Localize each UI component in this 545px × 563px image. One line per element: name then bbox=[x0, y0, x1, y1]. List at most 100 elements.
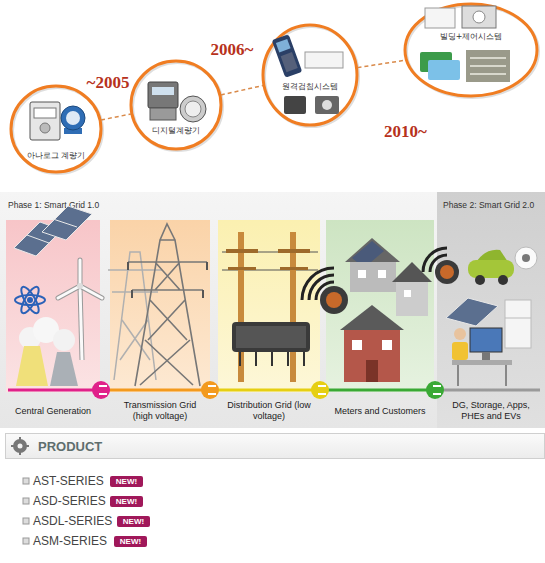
remote-reading-icon bbox=[272, 34, 303, 78]
transmission-tower-art bbox=[108, 224, 207, 386]
badge-text: NEW! bbox=[117, 516, 150, 527]
stage-caption: DG, Storage, Apps, PHEs and EVs bbox=[441, 400, 541, 422]
building-control-icon bbox=[470, 58, 506, 74]
power-cable bbox=[434, 389, 437, 392]
digital-meter-icon bbox=[148, 82, 206, 122]
analog-meter-icon bbox=[66, 111, 80, 125]
power-plant-art bbox=[14, 222, 62, 256]
circle-outline bbox=[402, 1, 540, 99]
meter-caption: 디지털계량기 bbox=[128, 126, 224, 136]
product-icon bbox=[11, 437, 29, 455]
power-plant-art bbox=[77, 283, 83, 289]
year-label: 2006~ bbox=[211, 40, 254, 60]
phase-two-art bbox=[423, 247, 537, 386]
product-name: ASM-SERIES bbox=[33, 534, 107, 548]
new-badge: NEW! bbox=[117, 516, 150, 527]
power-plant-art bbox=[58, 260, 102, 298]
customer-homes-art bbox=[326, 292, 342, 308]
power-cable bbox=[100, 389, 110, 392]
power-plant-art bbox=[16, 346, 48, 386]
digital-meter-icon bbox=[185, 101, 201, 117]
power-cable-art bbox=[218, 389, 320, 392]
plug-symbol bbox=[426, 381, 444, 399]
power-cable-art bbox=[8, 389, 540, 392]
power-plant-art bbox=[80, 286, 82, 360]
product-icon bbox=[18, 444, 23, 449]
phase-two-art bbox=[482, 352, 490, 360]
power-cable bbox=[320, 389, 326, 392]
phase-title: Phase 2: Smart Grid 2.0 bbox=[443, 200, 545, 211]
grid-stage-band: Central Generation bbox=[6, 220, 100, 425]
customer-homes-art bbox=[345, 238, 400, 262]
year-label: 2010~ bbox=[384, 122, 427, 142]
phase-two-art bbox=[423, 248, 447, 272]
distribution-pole-art bbox=[290, 232, 296, 382]
remote-reading-icon bbox=[281, 52, 298, 72]
analog-meter-icon bbox=[64, 128, 82, 134]
digital-meter-icon bbox=[152, 87, 174, 95]
timeline-circle: 원격검침시스템 bbox=[260, 22, 360, 128]
customer-homes-art bbox=[404, 290, 411, 297]
phase-title: Phase 1: Smart Grid 1.0 bbox=[8, 200, 208, 211]
phase-two-art bbox=[515, 247, 537, 269]
timeline-link bbox=[221, 86, 263, 95]
product-name: ASDL-SERIES bbox=[33, 514, 112, 528]
power-cable-art bbox=[326, 389, 435, 392]
distribution-pole-art bbox=[236, 326, 306, 348]
circle-outline bbox=[8, 83, 104, 175]
distribution-pole-art bbox=[226, 249, 258, 253]
stage-caption: Meters and Customers bbox=[326, 406, 434, 417]
badge-text: NEW! bbox=[110, 476, 143, 487]
new-badge: NEW! bbox=[110, 496, 143, 507]
analog-meter-icon bbox=[61, 106, 85, 130]
customer-homes-art bbox=[344, 330, 400, 382]
transmission-tower-art bbox=[108, 252, 162, 380]
circle-outline bbox=[405, 4, 537, 96]
customer-homes-art bbox=[320, 286, 348, 314]
list-bullet bbox=[23, 518, 29, 524]
power-plant-art bbox=[33, 317, 59, 343]
remote-reading-icon bbox=[284, 96, 306, 114]
list-bullet bbox=[23, 538, 29, 544]
phase-two-art bbox=[452, 342, 468, 360]
phase-two-art bbox=[446, 298, 498, 326]
year-label: ~2005 bbox=[87, 73, 130, 93]
grid-stage-band: Transmission Grid (high voltage) bbox=[110, 220, 210, 425]
distribution-pole-art bbox=[228, 267, 256, 270]
circle-outline bbox=[260, 22, 360, 128]
phase-two-art bbox=[452, 360, 512, 365]
building-control-icon bbox=[420, 6, 510, 82]
list-bullet bbox=[23, 498, 29, 504]
power-plant-art bbox=[18, 285, 42, 316]
distribution-pole-art bbox=[280, 267, 308, 270]
digital-meter-icon bbox=[150, 108, 176, 120]
plug-symbol bbox=[92, 381, 444, 399]
transmission-tower-art bbox=[128, 262, 207, 298]
circle-outline bbox=[131, 61, 221, 149]
badge-text: NEW! bbox=[110, 496, 143, 507]
product-icon bbox=[13, 439, 27, 453]
phase-two-art bbox=[435, 260, 459, 284]
customer-homes-art bbox=[350, 262, 396, 292]
analog-meter-icon bbox=[30, 102, 60, 140]
phase-two-art bbox=[505, 300, 531, 348]
phase-two-art bbox=[505, 318, 531, 319]
customer-homes-art bbox=[352, 340, 362, 350]
distribution-pole-art bbox=[222, 252, 318, 270]
customer-homes-art bbox=[358, 270, 366, 278]
distribution-pole-art bbox=[278, 249, 310, 253]
digital-meter-icon bbox=[148, 82, 178, 108]
new-badge: NEW! bbox=[114, 536, 147, 547]
customer-homes-art bbox=[378, 270, 386, 278]
badge-text: NEW! bbox=[114, 536, 147, 547]
circle-outline bbox=[128, 58, 224, 152]
meter-caption: 원격검침시스템 bbox=[260, 82, 360, 92]
customer-homes-art bbox=[340, 305, 404, 330]
plug-symbol bbox=[99, 386, 441, 394]
plug-symbol bbox=[92, 381, 110, 399]
customer-homes-art bbox=[309, 275, 334, 300]
customer-homes-art bbox=[352, 241, 384, 268]
product-name: ASD-SERIES bbox=[33, 494, 106, 508]
power-cable bbox=[210, 389, 218, 392]
phase-two-art bbox=[423, 248, 447, 272]
